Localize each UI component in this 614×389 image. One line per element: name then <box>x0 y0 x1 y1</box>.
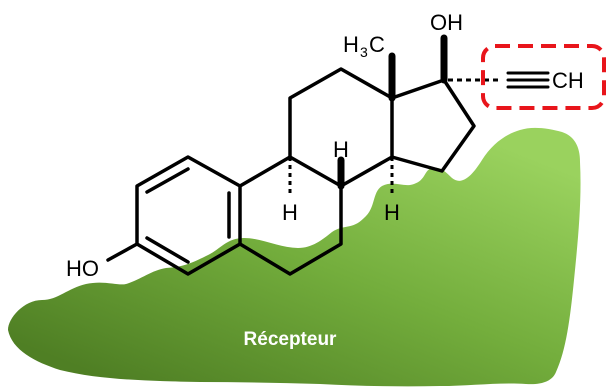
ring-a-inner-bond-3 <box>145 236 190 264</box>
ring-c <box>288 67 394 188</box>
atom-oh-top: OH <box>430 10 463 35</box>
receptor-label: Récepteur <box>244 329 338 350</box>
ring-d <box>390 78 476 173</box>
atom-h-c14: H <box>384 200 400 225</box>
bond-ho <box>106 242 139 262</box>
ring-b <box>238 155 343 276</box>
atom-methyl-sub: 3 <box>360 44 368 60</box>
molecule-bonds <box>106 34 550 276</box>
atom-h-c9: H <box>282 200 298 225</box>
atom-methyl-c: C <box>369 32 385 57</box>
atom-ethynyl: CH <box>552 68 584 93</box>
atom-ho: HO <box>66 256 99 281</box>
receptor-shape <box>8 127 581 387</box>
ethynyl-highlight-box <box>481 44 606 110</box>
atom-methyl-h: H <box>343 32 359 57</box>
ring-a-inner-bond-1 <box>145 167 190 194</box>
atom-h-c8: H <box>333 137 349 162</box>
